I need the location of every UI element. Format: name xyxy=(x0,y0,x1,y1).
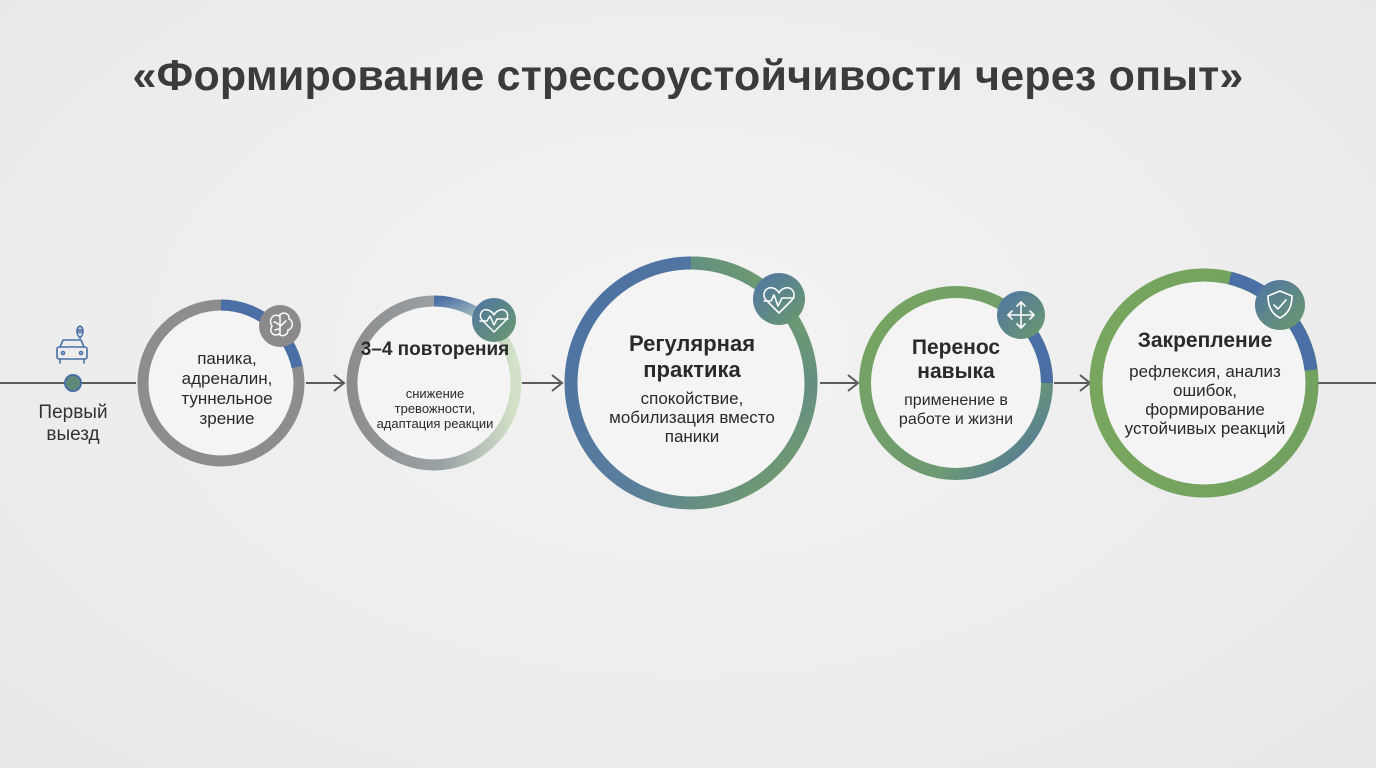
transfer-arrows-icon xyxy=(1007,301,1035,329)
start-marker xyxy=(56,325,88,392)
car-location-icon xyxy=(56,325,88,364)
stage-5-heading: Закрепление xyxy=(1137,329,1273,352)
stage-4-heading: Перенос навыка xyxy=(911,336,1001,383)
stage-2-badge xyxy=(472,298,516,342)
brain-icon xyxy=(269,312,293,337)
stage-3-ring xyxy=(564,256,818,510)
stage-5-description: рефлексия, анализ ошибок, формирование у… xyxy=(1124,362,1286,438)
stage-2-heading: 3–4 повторения xyxy=(360,339,510,360)
stage-1-badge xyxy=(259,305,301,347)
heart-pulse-icon xyxy=(763,286,795,314)
page-title: «Формирование стрессоустойчивости через … xyxy=(132,52,1244,100)
start-dot xyxy=(64,374,82,392)
stage-4-badge xyxy=(997,291,1045,339)
stage-5-badge xyxy=(1255,280,1305,330)
stage-3-description: спокойствие, мобилизация вместо паники xyxy=(609,389,775,446)
stage-3-badge xyxy=(753,273,805,325)
stage-3-heading: Регулярная практика xyxy=(628,331,756,382)
stage-1-description: паника, адреналин, туннельное зрение xyxy=(181,349,273,428)
stage-2-description: снижение тревожности, адаптация реакции xyxy=(376,386,494,431)
heartbeat-icon xyxy=(479,308,509,333)
arrow-head-2 xyxy=(551,374,564,392)
start-label: Первый выезд xyxy=(38,402,108,445)
timeline-connectors xyxy=(0,374,1376,392)
arrow-head-1 xyxy=(333,374,346,392)
shield-check-icon xyxy=(1267,290,1293,319)
stage-4-description: применение в работе и жизни xyxy=(898,392,1014,428)
arrow-head-3 xyxy=(847,374,860,392)
